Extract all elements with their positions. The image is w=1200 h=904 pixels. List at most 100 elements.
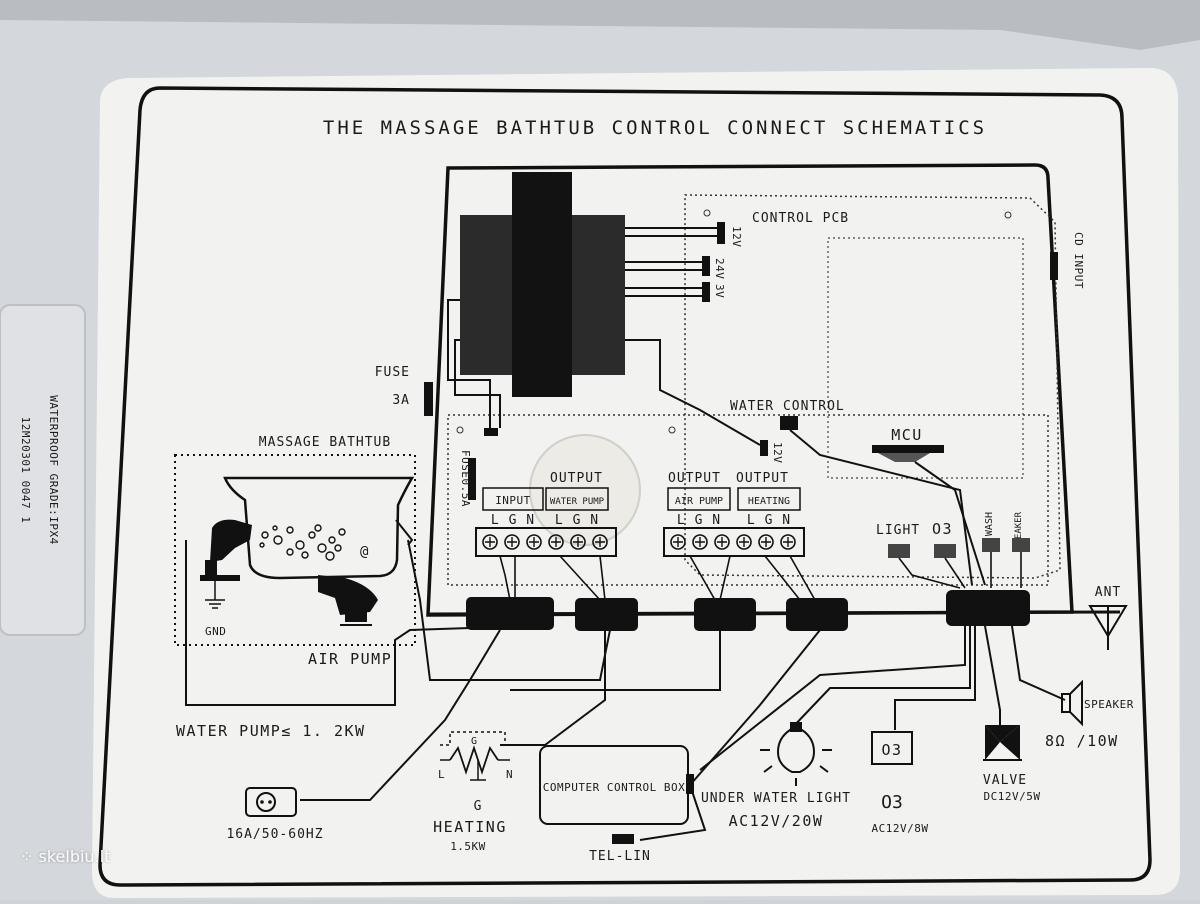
bubble bbox=[325, 551, 335, 561]
water-pump-power-label: WATER PUMP≤ 1. 2KW bbox=[176, 722, 366, 740]
wash-label: WASH bbox=[984, 512, 995, 536]
sticker-text-1: 12M20301 0047 1 bbox=[19, 417, 32, 524]
mains-plug-icon bbox=[245, 787, 297, 817]
label-24v: 24V bbox=[713, 258, 726, 279]
bubble bbox=[286, 548, 294, 556]
mcu-area bbox=[827, 237, 1024, 479]
heating-label: HEATING bbox=[433, 818, 507, 836]
water-pump-nozzle bbox=[210, 519, 252, 562]
bubble bbox=[308, 531, 316, 539]
connector-24v bbox=[702, 256, 710, 276]
tel-lin-connector bbox=[612, 834, 634, 844]
bathtub-shape bbox=[223, 476, 415, 580]
terminal-screw bbox=[758, 534, 774, 550]
bubble bbox=[295, 540, 305, 550]
cd-input-connector bbox=[1050, 252, 1058, 280]
side-sticker bbox=[0, 304, 86, 636]
connector-12v bbox=[717, 222, 725, 244]
terminal-screw bbox=[736, 534, 752, 550]
heating-element-icon bbox=[449, 745, 499, 775]
bubble bbox=[334, 544, 342, 552]
terminal-screw bbox=[780, 534, 796, 550]
speaker-terminal-label: SPEAKER bbox=[1014, 511, 1024, 550]
power-board-outline bbox=[447, 414, 1049, 586]
main-board-outline bbox=[426, 163, 1074, 617]
small-fuse bbox=[468, 458, 476, 500]
water-pump-terminal-label: WATER PUMP bbox=[550, 497, 605, 507]
terminal-screw bbox=[548, 534, 564, 550]
ant-label: ANT bbox=[1095, 585, 1121, 600]
terminal-screw bbox=[504, 534, 520, 550]
label-3v: 3V bbox=[713, 284, 726, 298]
computer-control-box-label: COMPUTER CONTROL BOX bbox=[543, 781, 685, 794]
cable-clamp bbox=[694, 598, 756, 631]
light-label: LIGHT bbox=[876, 523, 920, 538]
bubble bbox=[338, 528, 346, 536]
valve-rating: DC12V/5W bbox=[984, 790, 1041, 803]
terminal-block-right bbox=[663, 527, 805, 557]
speaker-label: SPEAKER bbox=[1084, 698, 1134, 711]
input-label: INPUT bbox=[495, 494, 531, 507]
tel-lin-label: TEL-LIN bbox=[589, 849, 651, 864]
lgn-label: L G N bbox=[555, 513, 599, 528]
bubbles bbox=[259, 524, 346, 561]
lgn-label: L G N bbox=[747, 513, 791, 528]
label-12v: 12V bbox=[730, 226, 743, 247]
transformer-core bbox=[512, 172, 572, 397]
bubble bbox=[301, 551, 309, 559]
light-rating: AC12V/20W bbox=[729, 812, 824, 830]
bubble bbox=[314, 524, 322, 532]
mount-hole bbox=[703, 209, 711, 217]
watermark-text: skelbiu.lt bbox=[38, 847, 111, 866]
air-pump-body bbox=[318, 575, 378, 615]
mcu-chip bbox=[872, 445, 944, 453]
terminal-screw bbox=[714, 534, 730, 550]
small-fuse-label: FUSE0.5A bbox=[459, 450, 472, 507]
connector-3v bbox=[702, 282, 710, 302]
heating-terminal-label: HEATING bbox=[748, 496, 790, 507]
terminal-block-left bbox=[475, 527, 617, 557]
watermark-dots-icon: ⁘ bbox=[20, 847, 39, 866]
cable-clamp bbox=[575, 598, 638, 631]
terminal-screw bbox=[592, 534, 608, 550]
fuse-label: FUSE bbox=[375, 365, 410, 380]
heating-g-top: G bbox=[471, 736, 477, 747]
bubble bbox=[328, 536, 336, 544]
output-water-pump-label: OUTPUT bbox=[550, 471, 603, 486]
massage-bathtub-label: MASSAGE BATHTUB bbox=[259, 435, 391, 450]
bubble bbox=[286, 526, 294, 534]
watermark: ⁘ skelbiu.lt bbox=[20, 847, 110, 866]
connector-12v-b bbox=[760, 440, 768, 456]
mcu-label: MCU bbox=[891, 426, 923, 444]
light-bulb-icon bbox=[776, 729, 816, 773]
output-air-pump-label: OUTPUT bbox=[668, 471, 721, 486]
cable-clamp-main bbox=[946, 590, 1030, 626]
terminal-screws bbox=[482, 534, 796, 550]
terminal-screw bbox=[692, 534, 708, 550]
water-control-label: WATER CONTROL bbox=[730, 399, 845, 414]
bubble bbox=[317, 543, 327, 553]
bubble bbox=[259, 542, 265, 548]
bubble bbox=[261, 531, 269, 539]
o3-connector bbox=[934, 544, 956, 558]
cable-clamp bbox=[786, 598, 848, 631]
air-pump-label: AIR PUMP bbox=[308, 650, 392, 668]
mount-hole bbox=[1004, 211, 1012, 219]
o3-label: O3 bbox=[932, 520, 953, 538]
terminal-screw bbox=[570, 534, 586, 550]
lgn-label: L G N bbox=[677, 513, 721, 528]
enclosure-top-edge bbox=[0, 0, 1200, 50]
schematic-title: THE MASSAGE BATHTUB CONTROL CONNECT SCHE… bbox=[323, 117, 987, 139]
light-connector bbox=[888, 544, 910, 558]
bubble bbox=[272, 525, 278, 531]
control-pcb-outline bbox=[684, 194, 1061, 579]
terminal-screw bbox=[670, 534, 686, 550]
terminal-screw bbox=[526, 534, 542, 550]
speaker-rating: 8Ω /10W bbox=[1045, 732, 1119, 750]
terminal-screw bbox=[482, 534, 498, 550]
o3-device-icon bbox=[871, 731, 913, 765]
bathtub-outline bbox=[174, 454, 416, 646]
valve-label: VALVE bbox=[983, 773, 1027, 788]
